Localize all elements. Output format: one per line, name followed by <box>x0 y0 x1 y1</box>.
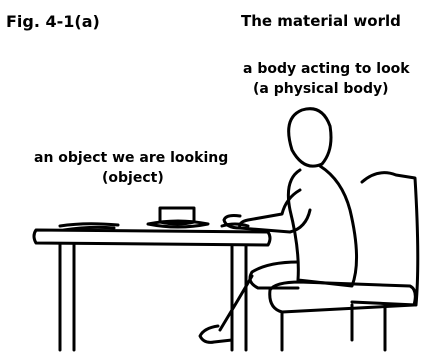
figure-title: The material world <box>241 14 401 29</box>
person-thigh <box>250 262 298 288</box>
person-torso <box>288 166 356 286</box>
dish-right <box>222 224 248 226</box>
figure-label: Fig. 4-1(a) <box>6 14 100 30</box>
body-label-line1: a body acting to look <box>243 62 410 76</box>
plate-left <box>60 224 118 226</box>
body-label-line2: (a physical body) <box>253 82 389 96</box>
object-label-line1: an object we are looking <box>34 151 228 165</box>
person-head <box>289 109 331 166</box>
person-foot <box>200 326 232 342</box>
table-objects <box>60 208 248 230</box>
person-arm <box>240 190 310 232</box>
table-top <box>34 230 270 245</box>
table <box>34 230 270 350</box>
table-leg-left <box>60 244 74 350</box>
object-label-line2: (object) <box>102 171 164 185</box>
